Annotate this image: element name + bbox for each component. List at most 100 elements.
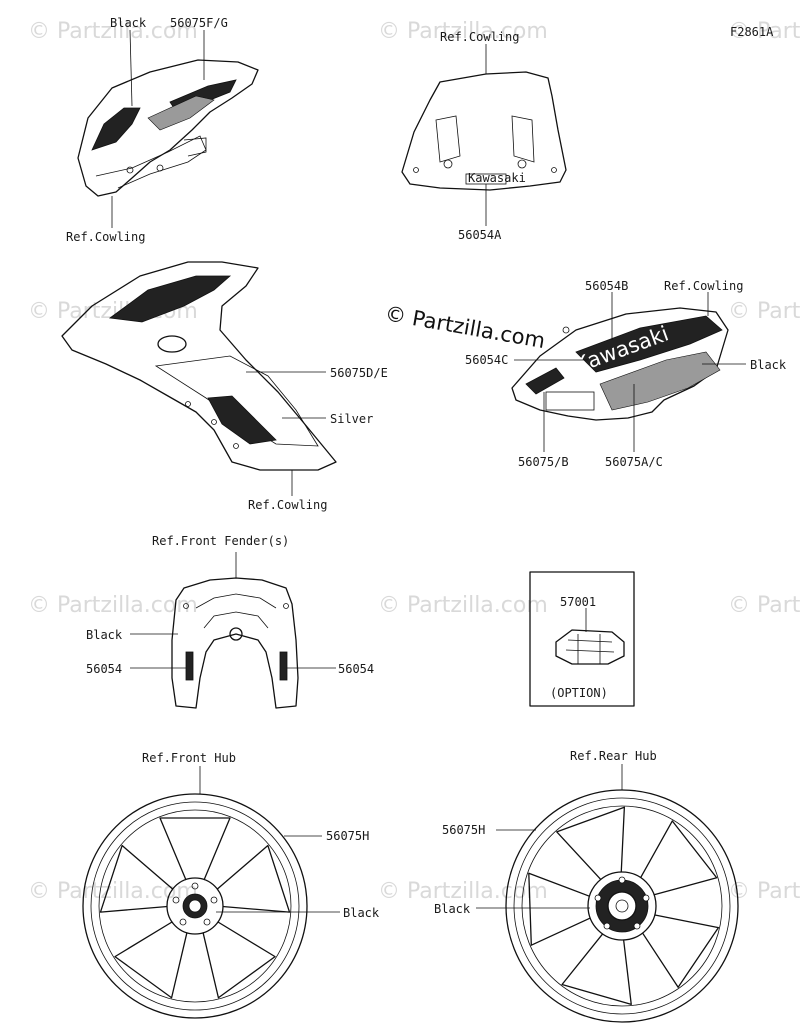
wheel-spoke — [556, 806, 626, 882]
front-wheel-bolt — [210, 896, 218, 904]
front-wheel-rim-outer — [82, 793, 308, 1019]
watermark: © Partzilla.com — [28, 879, 198, 904]
side-cowl-part — [61, 261, 337, 471]
rear-wheel-spokes — [528, 806, 720, 1006]
callout-part-number: 56075A/C — [605, 455, 663, 469]
wheel-spoke — [202, 921, 276, 999]
figure-id: F2861A — [730, 25, 774, 39]
front-fender-mount-hole — [229, 627, 243, 641]
side-cowl-hole — [233, 443, 239, 449]
front-fender-right-decal — [279, 651, 288, 681]
front-wheel-group: Ref.Front Hub 56075H Black — [82, 751, 380, 1019]
side-cowl-vent — [157, 335, 187, 353]
wheel-spoke — [561, 931, 632, 1006]
watermark-layer: © Partzilla.com © Partzilla.com © Partzi… — [28, 19, 800, 904]
upper-cowl-bracket — [183, 137, 207, 157]
windshield-mount-hole — [551, 167, 557, 173]
windshield-right-panel — [511, 115, 535, 163]
upper-cowl-group: Black 56075F/G Ref.Cowling — [66, 16, 259, 244]
rear-wheel-bolt — [594, 894, 602, 902]
callout-ref-cowling: Ref.Cowling — [248, 498, 327, 512]
rear-wheel-bolt — [603, 922, 611, 930]
side-cowl-hole — [211, 419, 217, 425]
front-wheel-rim-inner — [98, 809, 292, 1003]
upper-cowl-part — [77, 59, 259, 197]
tail-cowl-black-decal — [575, 315, 723, 373]
side-cowl-group: 56075D/E Silver Ref.Cowling — [61, 261, 388, 512]
front-fender-hole — [283, 603, 289, 609]
front-wheel-bolt — [179, 918, 187, 926]
upper-cowl-inner-panel — [147, 95, 215, 131]
callout-part-number: 56054C — [465, 353, 508, 367]
windshield-group: Kawasaki Ref.Cowling 56054A — [401, 30, 567, 242]
side-cowl-dark-insert — [207, 395, 277, 445]
windshield-mount-hole — [413, 167, 419, 173]
windshield-left-panel — [435, 115, 461, 163]
callout-black: Black — [750, 358, 787, 372]
front-wheel-bolt — [172, 896, 180, 904]
tail-cowl-part — [511, 307, 729, 421]
wheel-spoke — [159, 817, 231, 881]
option-item-detail — [565, 634, 615, 664]
callout-part-number: 56075D/E — [330, 366, 388, 380]
wheel-spoke — [216, 844, 291, 913]
watermark: © Partzilla.com — [378, 879, 548, 904]
brand-watermark: © Partzilla.com — [383, 301, 547, 353]
wheel-spoke — [638, 820, 718, 897]
rear-wheel-rim-stripe — [513, 797, 731, 1015]
upper-cowl-black-decal — [91, 107, 141, 151]
front-wheel-axle — [188, 899, 202, 913]
wheel-spoke — [640, 913, 720, 988]
tail-cowl-side-panel — [599, 351, 721, 411]
tail-cowl-bracket — [545, 391, 595, 411]
front-fender-part — [171, 577, 299, 709]
rear-wheel-group: Ref.Rear Hub 56075H Black — [434, 749, 739, 1023]
upper-cowl-lower-edge — [95, 135, 207, 189]
callout-black: Black — [86, 628, 123, 642]
callout-black: Black — [110, 16, 147, 30]
rear-wheel-axle — [615, 899, 629, 913]
rear-wheel-hub-center — [607, 891, 637, 921]
callout-ref-front-hub: Ref.Front Hub — [142, 751, 236, 765]
front-wheel-bolt — [191, 882, 199, 890]
rear-wheel-bolt — [642, 894, 650, 902]
wheel-spoke — [99, 844, 174, 913]
callout-part-number: 56075H — [326, 829, 369, 843]
watermark: © Partzilla.com — [728, 879, 800, 904]
callout-black: Black — [343, 906, 380, 920]
callout-ref-cowling: Ref.Cowling — [440, 30, 519, 44]
watermark: © Partzilla.com — [728, 593, 800, 618]
watermark: © Partzilla.com — [728, 19, 800, 44]
callout-part-number: 56054A — [458, 228, 502, 242]
wheel-spoke — [114, 921, 188, 999]
callout-ref-cowling: Ref.Cowling — [66, 230, 145, 244]
watermark: © Partzilla.com — [28, 593, 198, 618]
front-fender-group: Ref.Front Fender(s) Black 56054 56054 — [86, 534, 374, 709]
callout-ref-front-fender: Ref.Front Fender(s) — [152, 534, 289, 548]
callout-black: Black — [434, 902, 471, 916]
front-wheel-bolt — [203, 918, 211, 926]
option-item-part — [555, 629, 625, 665]
callout-part-number: 56054B — [585, 279, 628, 293]
option-box-group: 57001 (OPTION) — [529, 571, 635, 707]
option-box-frame — [529, 571, 635, 707]
rear-wheel-bolt — [618, 876, 626, 884]
tail-cowl-hole — [562, 326, 570, 334]
tail-cowl-group: Kawasaki 56054B Ref.Cowling 56054C Black… — [465, 279, 787, 469]
front-fender-hole — [183, 603, 189, 609]
leader-line — [129, 29, 133, 107]
option-label: (OPTION) — [550, 686, 608, 700]
upper-cowl-hole — [156, 164, 164, 172]
front-wheel-spokes — [99, 817, 291, 999]
side-cowl-black-decal — [108, 275, 232, 323]
tail-cowl-stripe-decal — [525, 367, 565, 395]
callout-part-number: 56075/B — [518, 455, 569, 469]
watermark: © Partzilla.com — [378, 19, 548, 44]
windshield-mount-hole — [443, 159, 453, 169]
watermark: © Partzilla.com — [28, 19, 198, 44]
windshield-part — [401, 71, 567, 191]
watermark: © Partzilla.com — [728, 299, 800, 324]
rear-wheel-bolt — [633, 922, 641, 930]
wheel-spoke — [528, 872, 593, 946]
